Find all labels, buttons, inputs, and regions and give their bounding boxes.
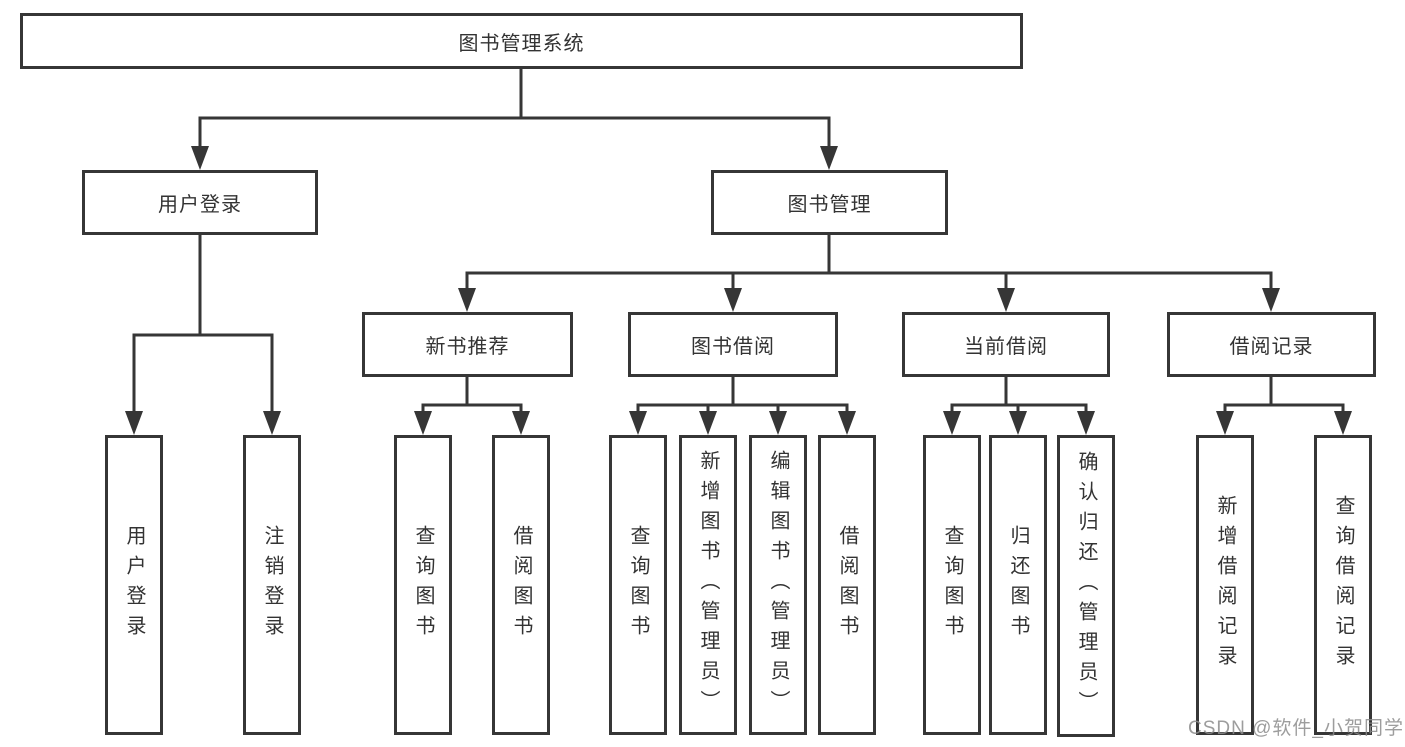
node-borrow-records: 借阅记录 — [1167, 312, 1376, 377]
node-user-login: 用户登录 — [82, 170, 318, 235]
connector-new-book-recommend-branch — [421, 375, 523, 420]
leaf-query-books-recommend: 查询图书 — [394, 435, 452, 735]
leaf-label: 借阅图书 — [510, 525, 532, 645]
node-book-management: 图书管理 — [711, 170, 948, 235]
leaf-return-book: 归还图书 — [989, 435, 1047, 735]
leaf-label: 注销登录 — [261, 525, 283, 645]
leaf-label: 归还图书 — [1007, 525, 1029, 645]
leaf-user-login: 用户登录 — [105, 435, 163, 735]
leaf-query-borrow-record: 查询借阅记录 — [1314, 435, 1372, 735]
leaf-query-books-borrow: 查询图书 — [609, 435, 667, 735]
leaf-logout: 注销登录 — [243, 435, 301, 735]
connector-book-borrow-branch — [636, 375, 849, 420]
leaf-confirm-return-admin: 确认归还（管理员） — [1057, 435, 1115, 737]
connector-user-login-branch — [132, 233, 274, 420]
leaf-borrow-books: 借阅图书 — [818, 435, 876, 735]
leaf-label: 新增借阅记录 — [1214, 495, 1236, 675]
leaf-borrow-books-recommend: 借阅图书 — [492, 435, 550, 735]
leaf-label: 用户登录 — [123, 525, 145, 645]
connector-borrow-records-branch — [1223, 375, 1345, 420]
leaf-label: 新增图书（管理员） — [697, 450, 719, 720]
leaf-edit-book-admin: 编辑图书（管理员） — [749, 435, 807, 735]
leaf-label: 借阅图书 — [836, 525, 858, 645]
leaf-add-borrow-record: 新增借阅记录 — [1196, 435, 1254, 735]
node-root: 图书管理系统 — [20, 13, 1023, 69]
leaf-label: 查询图书 — [412, 525, 434, 645]
leaf-label: 确认归还（管理员） — [1075, 451, 1097, 721]
watermark: CSDN @软件_小贺同学 — [1188, 718, 1404, 739]
leaf-label: 查询借阅记录 — [1332, 495, 1354, 675]
connector-book-management-branch — [465, 233, 1273, 297]
node-current-borrow: 当前借阅 — [902, 312, 1110, 377]
leaf-label: 查询图书 — [941, 525, 963, 645]
connector-root-branch — [198, 67, 831, 152]
leaf-query-books-current: 查询图书 — [923, 435, 981, 735]
node-book-borrow: 图书借阅 — [628, 312, 838, 377]
arrowheads — [125, 146, 1352, 435]
leaf-label: 查询图书 — [627, 525, 649, 645]
leaf-label: 编辑图书（管理员） — [767, 450, 789, 720]
leaf-add-book-admin: 新增图书（管理员） — [679, 435, 737, 735]
node-new-book-recommend: 新书推荐 — [362, 312, 573, 377]
